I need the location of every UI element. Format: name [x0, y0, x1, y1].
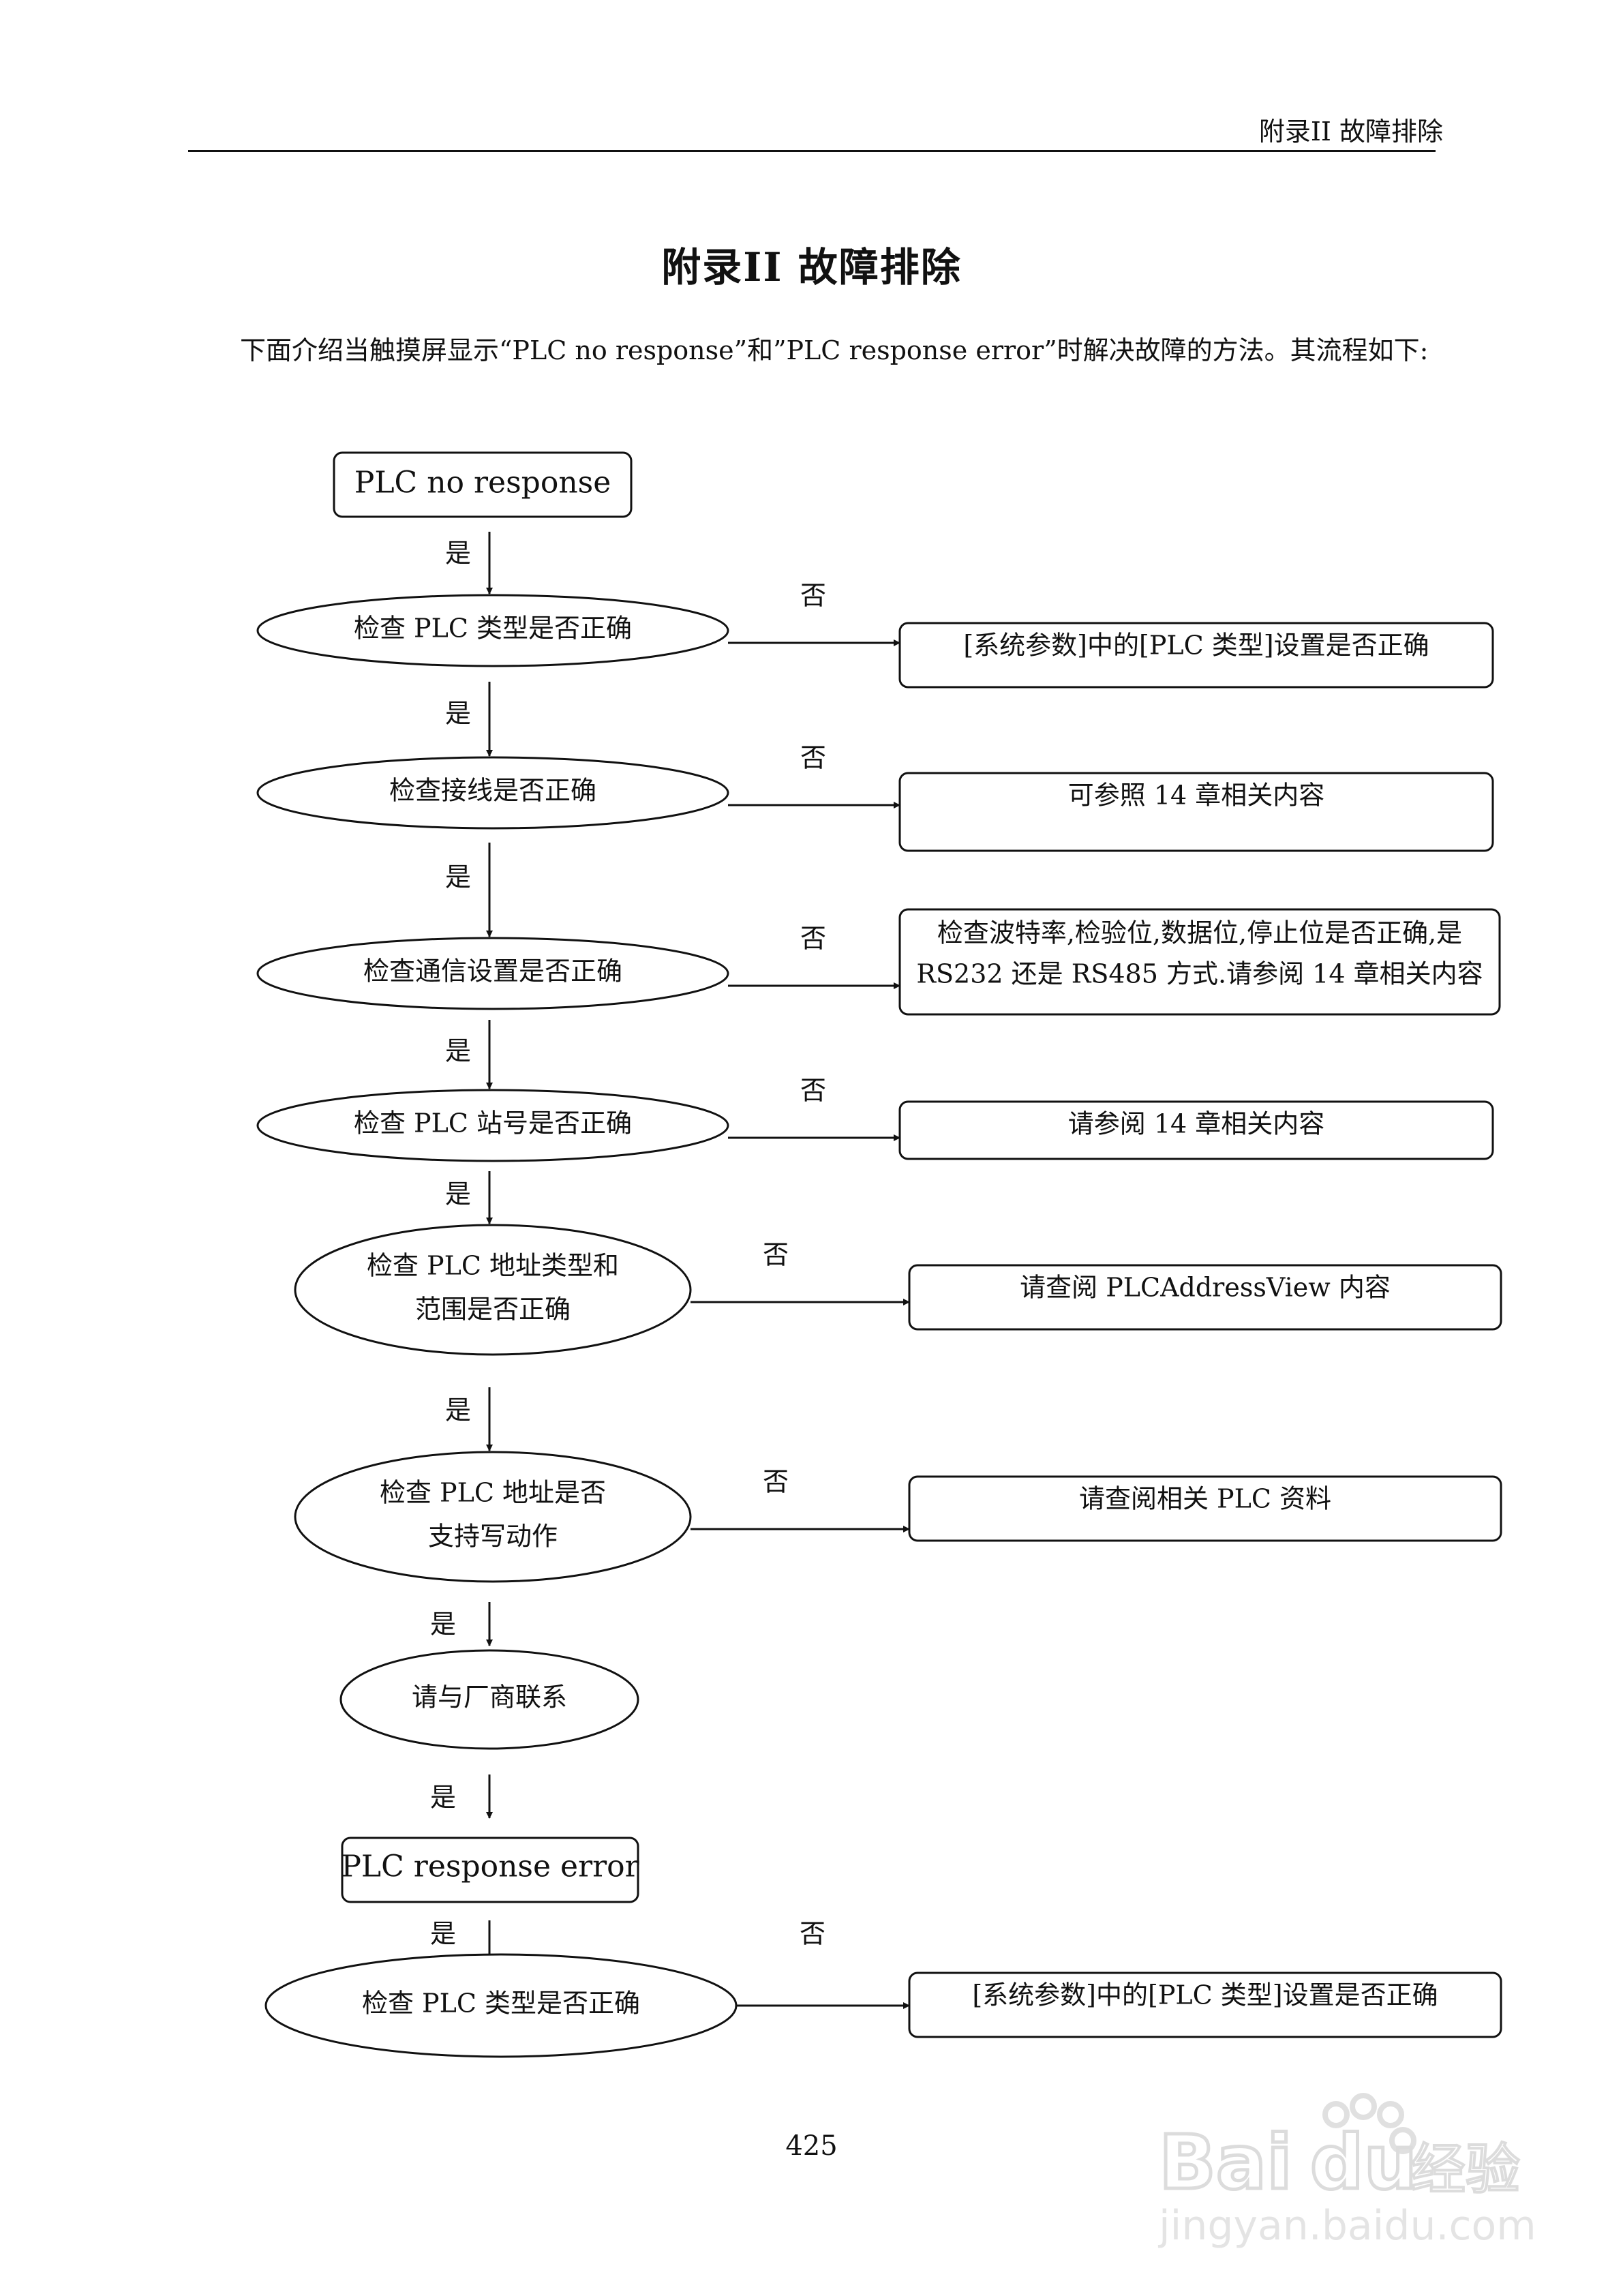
- answer-box: [898, 622, 1494, 689]
- start-box: [333, 451, 633, 518]
- check-label: 支持写动作: [428, 1522, 558, 1552]
- answer-box: [898, 772, 1494, 852]
- final-check-label: 检查 PLC 类型是否正确: [362, 1989, 640, 2019]
- check-label: 范围是否正确: [415, 1295, 571, 1325]
- check-label: 检查通信设置是否正确: [363, 956, 622, 986]
- page-title: 附录II 故障排除: [661, 244, 962, 290]
- no-label: 否: [800, 1076, 826, 1106]
- intro-paragraph: 下面介绍当触摸屏显示“PLC no response”和”PLC respons…: [188, 331, 1436, 370]
- answer-label: 请查阅相关 PLC 资料: [1079, 1484, 1331, 1514]
- yes-label: 是: [430, 1783, 456, 1813]
- baidu-watermark-logo: Bai du 经验 jingyan.baidu.com: [1157, 2093, 1534, 2250]
- no-label: 否: [800, 924, 826, 954]
- final-answer-box: [908, 1972, 1502, 2038]
- answer-label: 可参照 14 章相关内容: [1068, 781, 1325, 811]
- check-label: 检查 PLC 类型是否正确: [354, 614, 632, 644]
- answer-label: 检查波特率,检验位,数据位,停止位是否正确,是: [937, 918, 1462, 948]
- no-label: 否: [763, 1240, 789, 1270]
- check-label: 检查 PLC 地址是否: [380, 1478, 606, 1508]
- no-label: 否: [800, 1919, 825, 1949]
- check-ellipse: [256, 937, 729, 1010]
- answer-box: [898, 908, 1501, 1016]
- yes-label: 是: [445, 862, 471, 892]
- header-rule: [188, 150, 1436, 152]
- contact-ellipse: [339, 1649, 639, 1750]
- answer-label: 请查阅 PLCAddressView 内容: [1020, 1273, 1391, 1303]
- second-start-label: PLC response error: [341, 1849, 639, 1884]
- running-header: 附录II 故障排除: [1258, 117, 1443, 147]
- check-ellipse: [294, 1224, 692, 1356]
- answer-label: 请参阅 14 章相关内容: [1068, 1109, 1325, 1139]
- no-label: 否: [763, 1467, 789, 1497]
- check-ellipse: [256, 594, 729, 667]
- intro-text: 下面介绍当触摸屏显示“PLC no response”和”PLC respons…: [240, 335, 1429, 365]
- no-label: 否: [800, 581, 826, 611]
- yes-label: 是: [445, 1036, 471, 1066]
- watermark-brand-cn: 经验: [1411, 2138, 1520, 2201]
- answer-box: [898, 1100, 1494, 1160]
- yes-label: 是: [445, 539, 471, 569]
- start-label: PLC no response: [354, 466, 611, 500]
- yes-label: 是: [445, 1395, 471, 1425]
- yes-label: 是: [445, 1179, 471, 1209]
- watermark-brand-right: du: [1310, 2119, 1417, 2206]
- check-ellipse: [294, 1451, 692, 1583]
- answer-box: [908, 1475, 1502, 1542]
- answer-label: [系统参数]中的[PLC 类型]设置是否正确: [963, 631, 1429, 661]
- yes-label: 是: [430, 1610, 456, 1640]
- no-label: 否: [800, 743, 826, 773]
- answer-box: [908, 1264, 1502, 1331]
- yes-label: 是: [430, 1919, 456, 1949]
- check-label: 检查 PLC 站号是否正确: [354, 1108, 632, 1138]
- final-answer-label: [系统参数]中的[PLC 类型]设置是否正确: [972, 1980, 1438, 2010]
- watermark-brand-left: Bai: [1159, 2119, 1292, 2206]
- yes-label: 是: [445, 699, 471, 729]
- page-number: 425: [785, 2130, 838, 2162]
- check-label: 检查 PLC 地址类型和: [367, 1251, 619, 1281]
- check-ellipse: [256, 1089, 729, 1162]
- check-ellipse: [256, 756, 729, 830]
- contact-label: 请与厂商联系: [412, 1682, 567, 1712]
- second-start-box: [341, 1837, 639, 1903]
- watermark-url: jingyan.baidu.com: [1157, 2202, 1534, 2250]
- check-label: 检查接线是否正确: [389, 776, 596, 806]
- answer-label: RS232 还是 RS485 方式.请参阅 14 章相关内容: [916, 959, 1483, 989]
